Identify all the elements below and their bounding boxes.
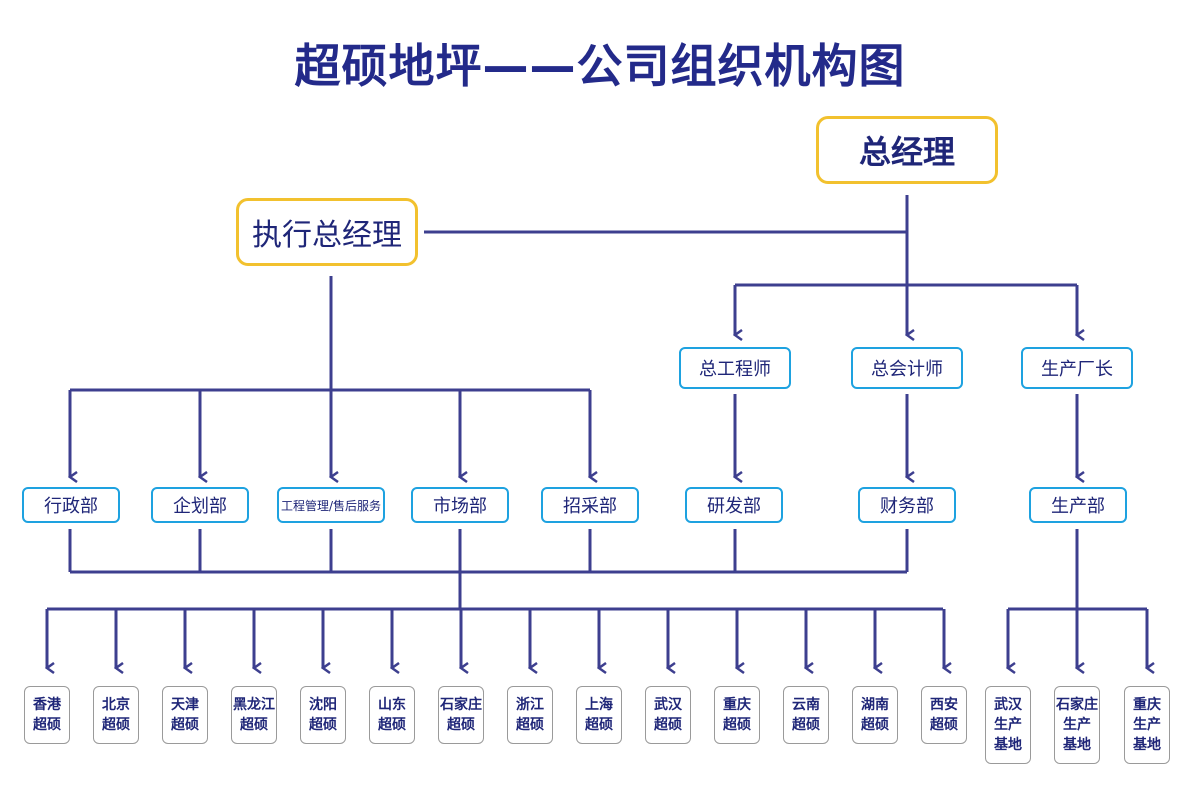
executive-gm-label: 执行总经理 <box>252 218 402 253</box>
officer-box: 生产厂长 <box>1021 347 1133 389</box>
department-box: 市场部 <box>411 487 509 523</box>
branch-box: 天津 超硕 <box>162 686 208 744</box>
branch-box: 武汉 超硕 <box>645 686 691 744</box>
executive-gm-box: 执行总经理 <box>236 198 418 266</box>
chart-title: 超硕地坪——公司组织机构图 <box>294 39 906 93</box>
department-box: 研发部 <box>685 487 783 523</box>
department-box: 企划部 <box>151 487 249 523</box>
officer-box: 总工程师 <box>679 347 791 389</box>
branch-box: 西安 超硕 <box>921 686 967 744</box>
production-base-box: 重庆 生产 基地 <box>1124 686 1170 764</box>
branch-box: 重庆 超硕 <box>714 686 760 744</box>
branch-box: 石家庄 超硕 <box>438 686 484 744</box>
general-manager-box: 总经理 <box>816 116 998 184</box>
branch-box: 上海 超硕 <box>576 686 622 744</box>
department-box: 行政部 <box>22 487 120 523</box>
branch-box: 云南 超硕 <box>783 686 829 744</box>
department-box: 财务部 <box>858 487 956 523</box>
branch-box: 北京 超硕 <box>93 686 139 744</box>
branch-box: 湖南 超硕 <box>852 686 898 744</box>
department-box: 工程管理/售后服务 <box>277 487 385 523</box>
general-manager-label: 总经理 <box>858 133 955 171</box>
branch-box: 黑龙江 超硕 <box>231 686 277 744</box>
department-box: 生产部 <box>1029 487 1127 523</box>
production-base-box: 武汉 生产 基地 <box>985 686 1031 764</box>
branch-box: 山东 超硕 <box>369 686 415 744</box>
officer-box: 总会计师 <box>851 347 963 389</box>
branch-box: 香港 超硕 <box>24 686 70 744</box>
branch-box: 浙江 超硕 <box>507 686 553 744</box>
branch-box: 沈阳 超硕 <box>300 686 346 744</box>
production-base-box: 石家庄 生产 基地 <box>1054 686 1100 764</box>
department-box: 招采部 <box>541 487 639 523</box>
